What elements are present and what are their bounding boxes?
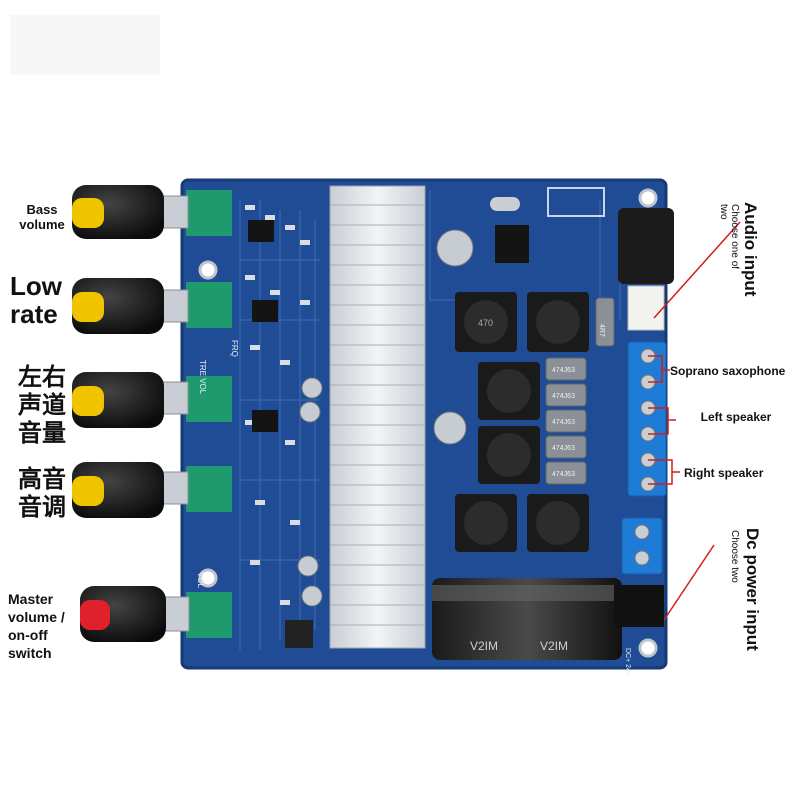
ic-chip bbox=[495, 225, 529, 263]
speaker-terminal-block bbox=[627, 341, 667, 497]
label-audio-input-choose: Choose one of two bbox=[718, 204, 740, 270]
small-inductor bbox=[285, 620, 313, 648]
aux-connector bbox=[627, 285, 665, 331]
ic-chip bbox=[252, 300, 278, 322]
audio-jack bbox=[618, 208, 674, 284]
label-audio-input: Audio input bbox=[741, 202, 760, 297]
label-right-speaker: Right speaker bbox=[684, 466, 764, 480]
mounting-holes bbox=[198, 188, 658, 658]
silk-resistor: 474J63 bbox=[552, 471, 575, 478]
label-dc-power-input: Dc power input bbox=[743, 528, 762, 651]
label-bass-volume: Bass volume bbox=[19, 202, 65, 232]
label-dc-power-choose: Choose two bbox=[729, 530, 740, 583]
film-capacitors bbox=[545, 297, 615, 485]
knob-low-rate bbox=[72, 278, 164, 334]
heatsink bbox=[329, 185, 426, 649]
silk-resistor: 474J63 bbox=[552, 445, 575, 452]
power-terminal-block bbox=[621, 517, 663, 575]
silk-cap-brand: V2IM bbox=[470, 639, 498, 653]
label-left-right-channel-volume: 左右声道音量 bbox=[18, 364, 66, 447]
dc-jack bbox=[614, 585, 664, 627]
background-smudge bbox=[10, 15, 160, 75]
potentiometers bbox=[186, 190, 232, 638]
label-soprano-saxophone: Soprano saxophone bbox=[670, 364, 786, 378]
silk-tre-vol: TRE VOL bbox=[198, 360, 207, 395]
label-low-rate: Low rate bbox=[10, 271, 62, 329]
silk-cap-brand: V2IM bbox=[540, 639, 568, 653]
small-capacitors bbox=[297, 229, 474, 607]
silk-resistor: 474J63 bbox=[552, 393, 575, 400]
ic-chip bbox=[252, 410, 278, 432]
knob-bass bbox=[72, 185, 164, 239]
crystal bbox=[490, 197, 520, 211]
bluetooth-antenna bbox=[547, 187, 605, 217]
knob-channel-volume bbox=[72, 372, 164, 428]
silk-resistor: 474J63 bbox=[552, 367, 575, 374]
heatsink-fins bbox=[330, 204, 425, 626]
silk-resistor: 474J63 bbox=[552, 419, 575, 426]
knob-master bbox=[80, 586, 166, 642]
label-treble-tone: 高音音调 bbox=[18, 466, 66, 521]
silk-inductor-sm: 4R7 bbox=[598, 324, 605, 337]
knob-treble bbox=[72, 462, 164, 518]
pot-shafts bbox=[159, 195, 190, 632]
silk-inductor: 470 bbox=[478, 318, 493, 328]
capacitor-strip bbox=[432, 585, 622, 601]
callout-lines bbox=[648, 221, 741, 621]
ic-chip bbox=[248, 220, 274, 242]
silk-dc: DC+ 24V bbox=[624, 648, 631, 677]
silk-vol: VOL bbox=[196, 572, 205, 589]
power-terminal-screw bbox=[634, 524, 650, 540]
power-terminal-screw bbox=[634, 550, 650, 566]
silk-frq: FRQ bbox=[230, 340, 239, 357]
power-inductors bbox=[455, 292, 589, 552]
label-left-speaker: Left speaker bbox=[700, 410, 772, 424]
label-master-volume: Master volume / on-off switch bbox=[8, 591, 65, 661]
